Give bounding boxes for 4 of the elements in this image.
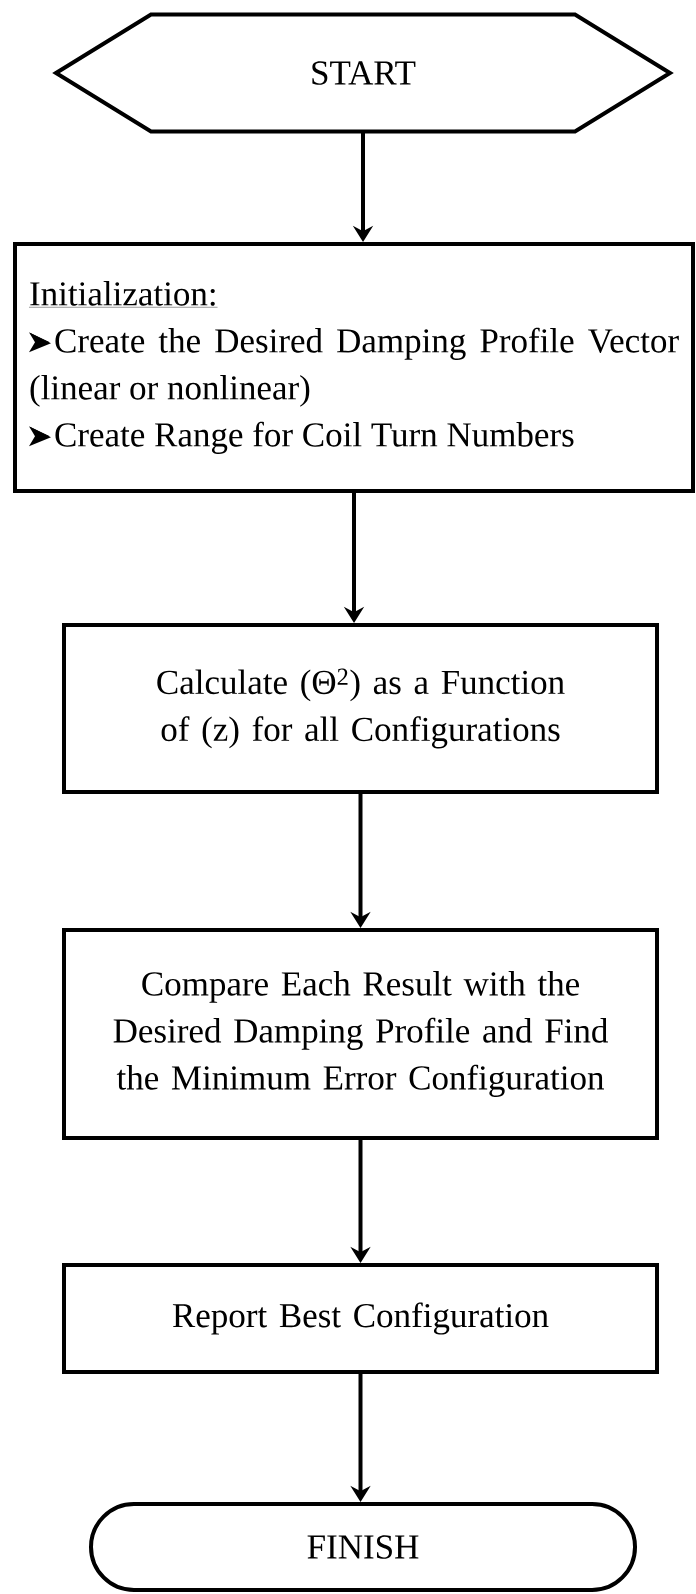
process-box: Compare Each Result with the Desired Damping Profile and Find the Minimum Error Configuration [62,928,659,1140]
process-box: Report Best Configuration [62,1263,659,1374]
process-box: Calculate (Θ$^{2}$) as a Function of (z) for all Configurations [62,623,659,794]
process-box: Initialization: Create the Desired Damping Profile Vector (linear or nonlinear) Create Range for Coil Turn Numbers [13,242,695,493]
